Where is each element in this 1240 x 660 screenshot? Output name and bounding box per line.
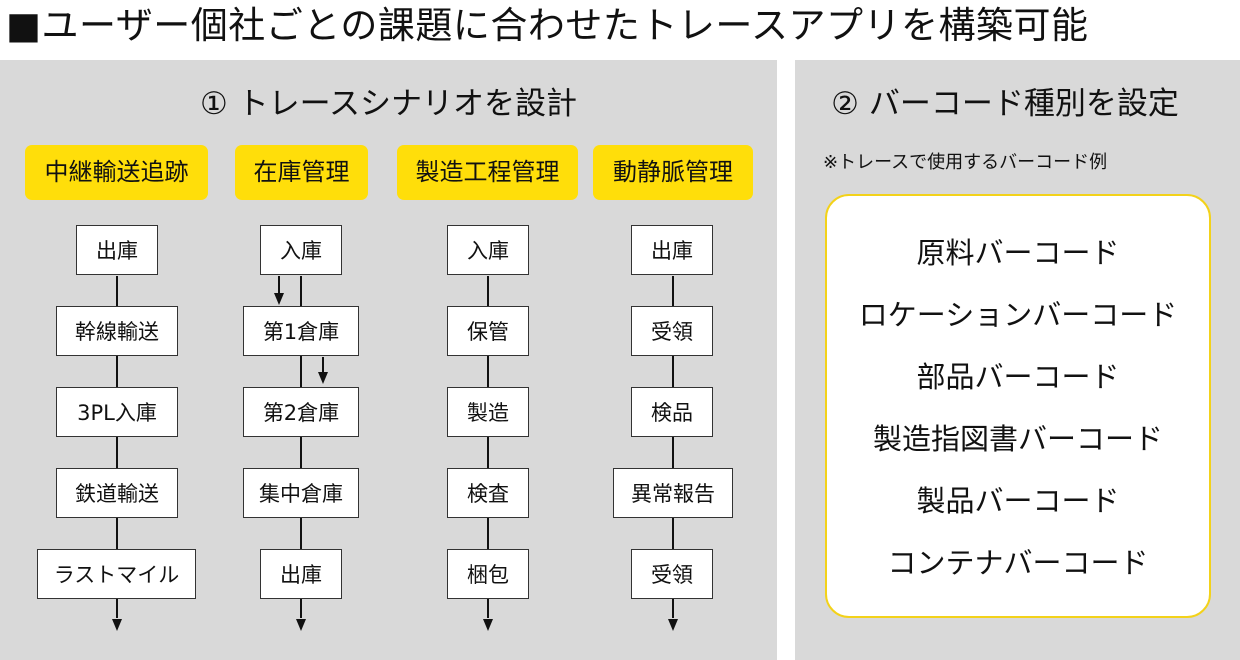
step-node: 集中倉庫 bbox=[243, 468, 359, 518]
step-node: 保管 bbox=[447, 306, 529, 356]
barcode-list-box: 原料バーコード ロケーションバーコード 部品バーコード 製造指図書バーコード 製… bbox=[825, 194, 1211, 618]
step-node: 入庫 bbox=[260, 225, 342, 275]
barcode-note: ※トレースで使用するバーコード例 bbox=[823, 152, 1108, 173]
arrow-down-icon bbox=[274, 293, 284, 305]
arrow-down-icon bbox=[112, 619, 122, 631]
side-arrow-line bbox=[278, 276, 280, 296]
page-title: ■ユーザー個社ごとの課題に合わせたトレースアプリを構築可能 bbox=[6, 4, 1089, 47]
flow-line bbox=[116, 276, 118, 618]
barcode-item: 製品バーコード bbox=[916, 484, 1120, 518]
step-node: 梱包 bbox=[447, 549, 529, 599]
barcode-heading: ② バーコード種別を設定 bbox=[831, 86, 1179, 122]
category-manufacturing: 製造工程管理 bbox=[397, 145, 578, 200]
step-node: ラストマイル bbox=[37, 549, 196, 599]
step-node: 検査 bbox=[447, 468, 529, 518]
step-node: 出庫 bbox=[76, 225, 158, 275]
barcode-item: 製造指図書バーコード bbox=[872, 422, 1163, 456]
step-node: 検品 bbox=[631, 387, 713, 437]
step-node: 3PL入庫 bbox=[56, 387, 178, 437]
barcode-item: ロケーションバーコード bbox=[858, 298, 1178, 332]
arrow-down-icon bbox=[483, 619, 493, 631]
step-node: 受領 bbox=[631, 549, 713, 599]
arrow-down-icon bbox=[296, 619, 306, 631]
barcode-item: 原料バーコード bbox=[916, 236, 1120, 270]
step-node: 出庫 bbox=[260, 549, 342, 599]
step-node: 鉄道輸送 bbox=[56, 468, 178, 518]
barcode-item: コンテナバーコード bbox=[887, 546, 1149, 580]
step-node: 第2倉庫 bbox=[243, 387, 359, 437]
category-relay-transport: 中継輸送追跡 bbox=[25, 145, 208, 200]
step-node: 入庫 bbox=[447, 225, 529, 275]
flow-line bbox=[672, 276, 674, 618]
flow-line bbox=[300, 276, 302, 618]
step-node: 出庫 bbox=[631, 225, 713, 275]
step-node: 異常報告 bbox=[613, 468, 733, 518]
step-node: 幹線輸送 bbox=[56, 306, 178, 356]
scenario-heading: ① トレースシナリオを設計 bbox=[199, 86, 578, 122]
category-arterial-venous: 動静脈管理 bbox=[593, 145, 753, 200]
barcode-item: 部品バーコード bbox=[916, 360, 1120, 394]
step-node: 第1倉庫 bbox=[243, 306, 359, 356]
step-node: 受領 bbox=[631, 306, 713, 356]
arrow-down-icon bbox=[318, 372, 328, 384]
flow-line bbox=[487, 276, 489, 618]
arrow-down-icon bbox=[668, 619, 678, 631]
category-inventory: 在庫管理 bbox=[235, 145, 368, 200]
step-node: 製造 bbox=[447, 387, 529, 437]
side-arrow-line bbox=[322, 357, 324, 374]
